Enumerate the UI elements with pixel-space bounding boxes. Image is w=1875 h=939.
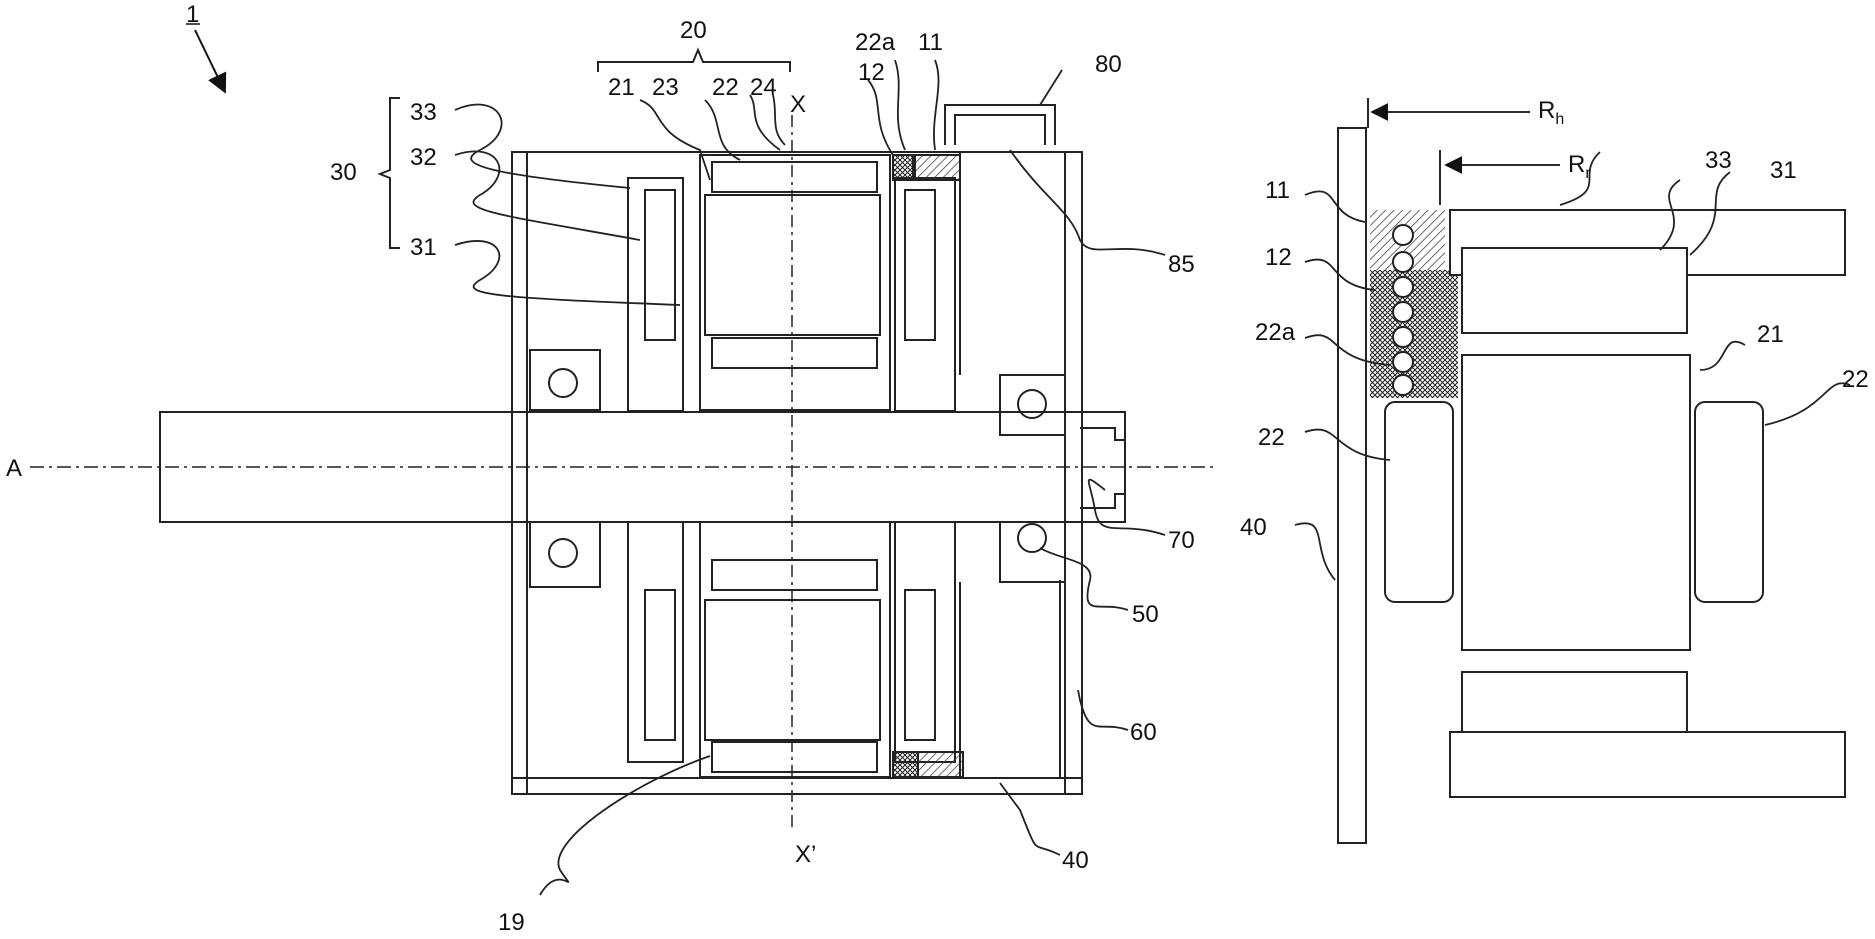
label-20: 20 [680,17,707,44]
label-12: 12 [858,59,885,86]
label-33: 33 [410,99,437,126]
label-80: 80 [1095,51,1122,78]
stator-core-upper [700,155,890,410]
cover-80 [945,105,1055,145]
label-Rh: Rh [1538,97,1564,128]
bracket-30 [380,98,400,248]
label-21: 21 [608,74,635,101]
detail-view [1338,128,1845,843]
heat-conductor-11-upper [915,155,960,180]
detail-label-31: 31 [1770,157,1797,184]
label-X-prime: X’ [795,841,816,868]
label-1: 1 [186,1,199,28]
label-30: 30 [330,159,357,186]
label-A: A [6,455,22,482]
detail-label-40: 40 [1240,514,1267,541]
detail-magnet-31-upper [1462,248,1687,333]
detail-label-22a: 22a [1255,319,1296,346]
label-50: 50 [1132,601,1159,628]
detail-potting-12 [1370,270,1458,398]
detail-rotor-33-lower [1450,732,1845,797]
detail-label-12: 12 [1265,244,1292,271]
label-22a: 22a [855,29,896,56]
detail-label-22-right: 22 [1842,366,1869,393]
bearing-left-lower [530,522,600,587]
cross-section-view [160,105,1125,794]
detail-label-22-left: 22 [1258,424,1285,451]
detail-coil-22-right [1695,402,1763,602]
label-32: 32 [410,144,437,171]
bearing-left-upper [530,350,600,410]
bracket-20 [598,50,790,72]
detail-housing-40 [1338,128,1366,843]
label-11: 11 [918,29,943,56]
detail-dimensions [1368,98,1560,205]
potting-12-lower [893,752,918,777]
label-X: X [790,91,806,118]
detail-label-11: 11 [1265,177,1290,204]
detail-label-33: 33 [1705,147,1732,174]
label-40: 40 [1062,847,1089,874]
label-31: 31 [410,234,437,261]
potting-12-upper [893,155,913,180]
label-85: 85 [1168,251,1195,278]
detail-label-21: 21 [1757,321,1784,348]
label-60: 60 [1130,719,1157,746]
label-19: 19 [498,909,525,934]
detail-stator-21 [1462,355,1690,650]
housing-60 [960,152,1065,375]
label-24: 24 [750,74,777,101]
detail-coil-22-left [1385,402,1453,602]
heat-conductor-11-lower [918,752,963,777]
label-23: 23 [652,74,679,101]
figure-arrow [195,30,225,92]
label-22: 22 [712,74,739,101]
label-70: 70 [1168,527,1195,554]
label-Rr: Rr [1568,151,1591,182]
